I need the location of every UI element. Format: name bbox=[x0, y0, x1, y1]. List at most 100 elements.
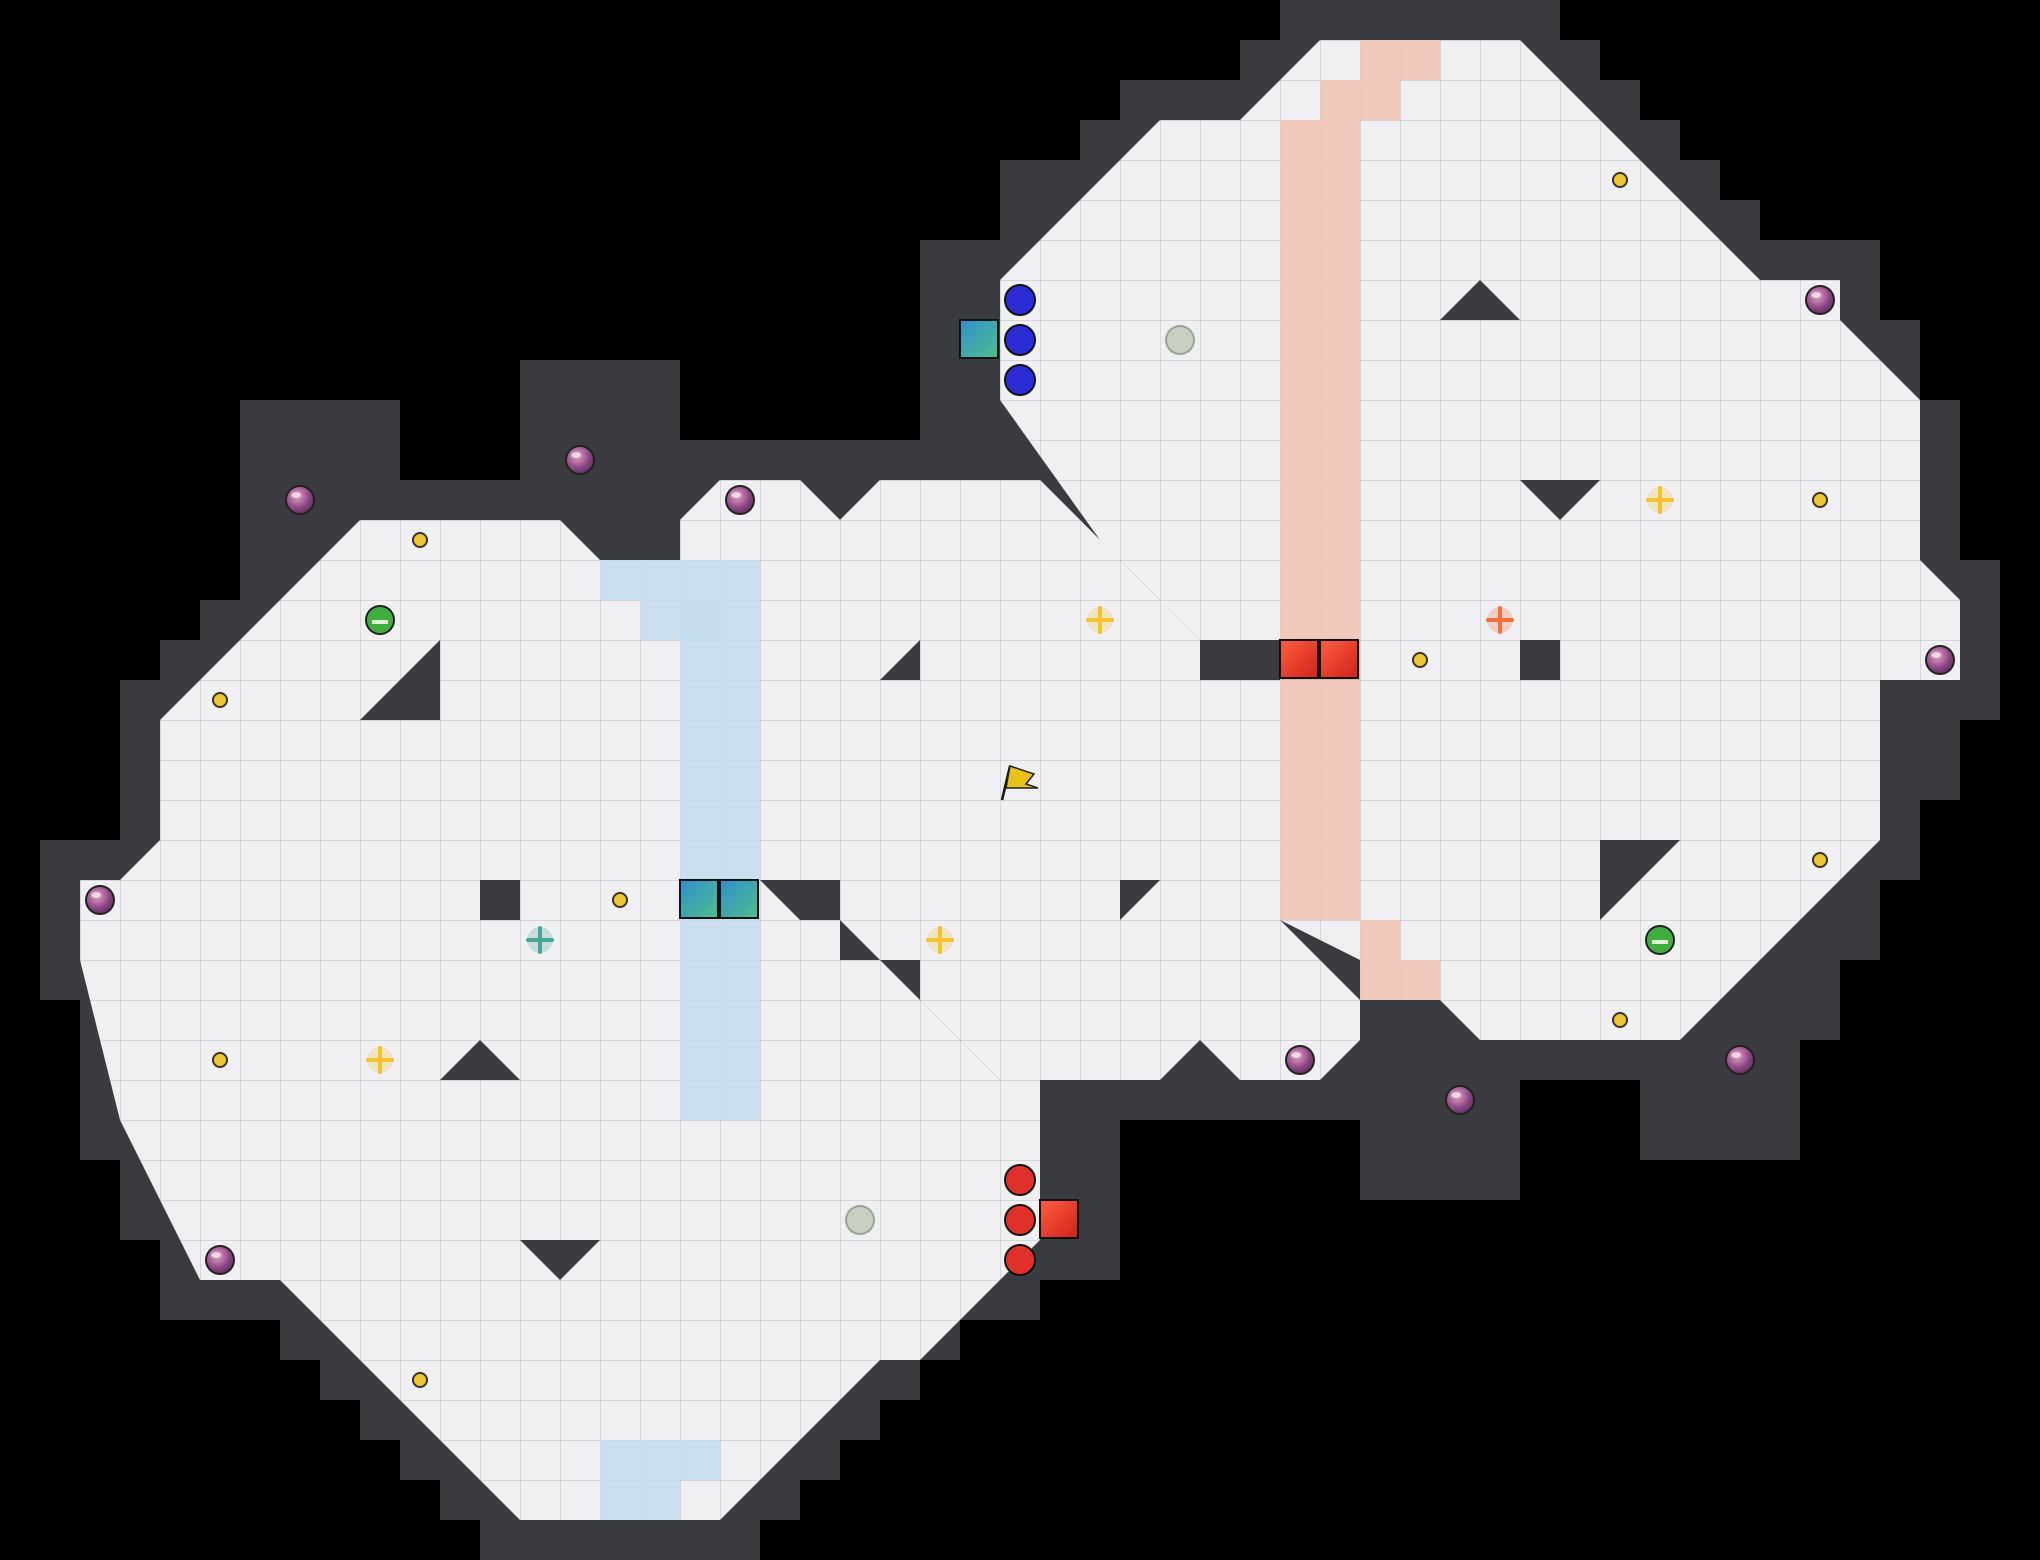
blue-zone-tile bbox=[640, 1440, 680, 1480]
wall-triangle bbox=[440, 1040, 520, 1080]
blue-zone-tile bbox=[720, 800, 760, 840]
pellet-icon bbox=[612, 892, 628, 908]
floor-right-room bbox=[1000, 40, 1960, 1040]
red-zone-tile bbox=[1360, 40, 1400, 80]
zone-layer bbox=[600, 40, 1440, 1520]
red-zone-tile bbox=[1280, 880, 1320, 920]
pellet-icon bbox=[1812, 492, 1828, 508]
red-zone-tile bbox=[1280, 680, 1320, 720]
powerup-icon bbox=[1645, 925, 1675, 955]
red-gate bbox=[1039, 1199, 1079, 1239]
gate-layer bbox=[679, 319, 1359, 1239]
red-zone-tile bbox=[1280, 240, 1320, 280]
blue-zone-tile bbox=[600, 1480, 640, 1520]
portal-icon bbox=[845, 1205, 875, 1235]
floor-layer bbox=[80, 40, 1960, 1520]
blue-zone-tile bbox=[680, 680, 720, 720]
red-zone-tile bbox=[1320, 240, 1360, 280]
red-zone-tile bbox=[1280, 120, 1320, 160]
red-zone-tile bbox=[1320, 480, 1360, 520]
pellet-icon bbox=[1612, 1012, 1628, 1028]
red-zone-tile bbox=[1400, 40, 1440, 80]
blue-ball bbox=[1004, 324, 1036, 356]
boost-icon bbox=[366, 1046, 394, 1074]
wall-ledge bbox=[760, 880, 840, 920]
red-ball bbox=[1004, 1244, 1036, 1276]
red-zone-tile bbox=[1280, 400, 1320, 440]
entity-layer bbox=[85, 172, 1955, 1388]
pellet-icon bbox=[212, 1052, 228, 1068]
blue-ball bbox=[1004, 284, 1036, 316]
red-zone-tile bbox=[1280, 320, 1320, 360]
red-zone-tile bbox=[1280, 280, 1320, 320]
red-zone-tile bbox=[1280, 800, 1320, 840]
red-gate bbox=[1319, 639, 1359, 679]
red-zone-tile bbox=[1320, 800, 1360, 840]
red-ball bbox=[1004, 1204, 1036, 1236]
obstacle-layer bbox=[360, 280, 1680, 1280]
red-zone-tile bbox=[1320, 600, 1360, 640]
red-zone-tile bbox=[1320, 80, 1360, 120]
blue-ball bbox=[1004, 364, 1036, 396]
blue-zone-tile bbox=[640, 560, 680, 600]
wall-ledge bbox=[1200, 640, 1280, 680]
blue-zone-tile bbox=[680, 1080, 720, 1120]
spike-icon bbox=[1285, 1045, 1315, 1075]
red-zone-tile bbox=[1320, 840, 1360, 880]
red-zone-tile bbox=[1280, 560, 1320, 600]
red-zone-tile bbox=[1360, 920, 1400, 960]
wall-block bbox=[480, 880, 520, 920]
blue-zone-tile bbox=[680, 1000, 720, 1040]
red-zone-tile bbox=[1320, 760, 1360, 800]
blue-zone-tile bbox=[720, 960, 760, 1000]
spike-icon bbox=[1805, 285, 1835, 315]
red-zone-tile bbox=[1400, 960, 1440, 1000]
red-zone-tile bbox=[1280, 160, 1320, 200]
teal-gate bbox=[959, 319, 999, 359]
blue-zone-tile bbox=[680, 600, 720, 640]
blue-zone-tile bbox=[600, 1440, 640, 1480]
wall-triangle bbox=[880, 640, 920, 680]
wall-block bbox=[1520, 640, 1560, 680]
red-zone-tile bbox=[1320, 360, 1360, 400]
red-zone-tile bbox=[1280, 600, 1320, 640]
red-bomb-icon bbox=[1486, 606, 1514, 634]
blue-zone-tile bbox=[680, 560, 720, 600]
blue-zone-tile bbox=[680, 720, 720, 760]
wall-triangle bbox=[1120, 880, 1160, 920]
teal-gate bbox=[719, 879, 759, 919]
pellet-icon bbox=[412, 1372, 428, 1388]
red-zone-tile bbox=[1320, 200, 1360, 240]
red-zone-tile bbox=[1320, 160, 1360, 200]
red-zone-tile bbox=[1320, 720, 1360, 760]
flag-icon bbox=[1000, 765, 1039, 801]
pellet-icon bbox=[412, 532, 428, 548]
spike-icon bbox=[1445, 1085, 1475, 1115]
blue-zone-tile bbox=[720, 600, 760, 640]
blue-zone-tile bbox=[720, 840, 760, 880]
blue-zone-tile bbox=[720, 1080, 760, 1120]
blue-zone-tile bbox=[720, 560, 760, 600]
blue-zone-tile bbox=[720, 640, 760, 680]
wall-triangle bbox=[1520, 480, 1600, 520]
red-zone-tile bbox=[1280, 200, 1320, 240]
boost-icon bbox=[926, 926, 954, 954]
blue-zone-tile bbox=[680, 640, 720, 680]
pellet-icon bbox=[212, 692, 228, 708]
blue-zone-tile bbox=[720, 720, 760, 760]
red-zone-tile bbox=[1360, 80, 1400, 120]
blue-zone-tile bbox=[720, 680, 760, 720]
spike-icon bbox=[85, 885, 115, 915]
red-zone-tile bbox=[1280, 440, 1320, 480]
blue-zone-tile bbox=[600, 560, 640, 600]
pellet-icon bbox=[1812, 852, 1828, 868]
red-zone-tile bbox=[1280, 360, 1320, 400]
blue-zone-tile bbox=[720, 760, 760, 800]
red-zone-tile bbox=[1280, 760, 1320, 800]
pellet-icon bbox=[1412, 652, 1428, 668]
spike-icon bbox=[1725, 1045, 1755, 1075]
portal-icon bbox=[1165, 325, 1195, 355]
blue-zone-tile bbox=[680, 920, 720, 960]
blue-zone-tile bbox=[680, 800, 720, 840]
